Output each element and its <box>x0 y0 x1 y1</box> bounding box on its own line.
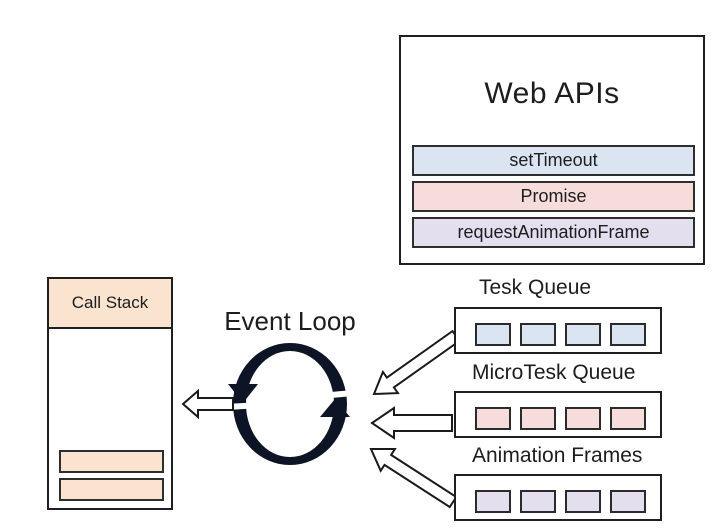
web-api-row-label: requestAnimationFrame <box>457 222 650 242</box>
queue-item <box>475 490 511 513</box>
queue-item <box>565 490 601 513</box>
queue-item <box>475 407 511 430</box>
call-stack-frame <box>59 478 164 501</box>
event-loop-to-call-stack-arrow-icon <box>181 388 234 420</box>
event-loop-cycle-icon <box>225 343 354 465</box>
queue-item <box>610 407 646 430</box>
cycle-arrowhead-up-icon <box>320 399 350 417</box>
web-api-row-settimeout: setTimeout <box>412 145 695 176</box>
task-queue-to-event-loop-arrow-icon <box>372 329 461 396</box>
web-api-row-label: setTimeout <box>509 150 598 170</box>
queue-item <box>610 323 646 346</box>
microtask-queue-to-event-loop-arrow-icon <box>370 406 453 440</box>
task-queue-label: Tesk Queue <box>479 276 592 299</box>
microtask-queue-box <box>454 391 662 438</box>
animation-frames-label: Animation Frames <box>472 444 643 467</box>
web-apis-rows: setTimeout Promise requestAnimationFrame <box>412 145 695 253</box>
queue-item <box>520 490 556 513</box>
web-api-row-requestanimationframe: requestAnimationFrame <box>412 217 695 248</box>
queue-item <box>520 407 556 430</box>
web-api-row-label: Promise <box>520 186 587 206</box>
cycle-arrowhead-down-icon <box>228 384 258 403</box>
call-stack-frame <box>59 450 164 473</box>
web-apis-title: Web APIs <box>484 77 620 110</box>
cycle-gap-right <box>319 390 354 399</box>
queue-item <box>565 407 601 430</box>
web-apis-box: Web APIs setTimeout Promise requestAnima… <box>399 35 705 265</box>
queue-item <box>520 323 556 346</box>
microtask-queue-label: MicroTesk Queue <box>472 361 636 384</box>
queue-item <box>610 490 646 513</box>
call-stack-header: Call Stack <box>49 279 171 329</box>
event-loop-label: Event Loop <box>224 306 356 336</box>
web-api-row-promise: Promise <box>412 181 695 212</box>
animation-frames-box <box>454 474 662 521</box>
queue-item <box>565 323 601 346</box>
call-stack-box: Call Stack <box>47 277 173 510</box>
task-queue-box <box>454 307 662 354</box>
animation-frames-to-event-loop-arrow-icon <box>369 448 458 509</box>
queue-item <box>475 323 511 346</box>
